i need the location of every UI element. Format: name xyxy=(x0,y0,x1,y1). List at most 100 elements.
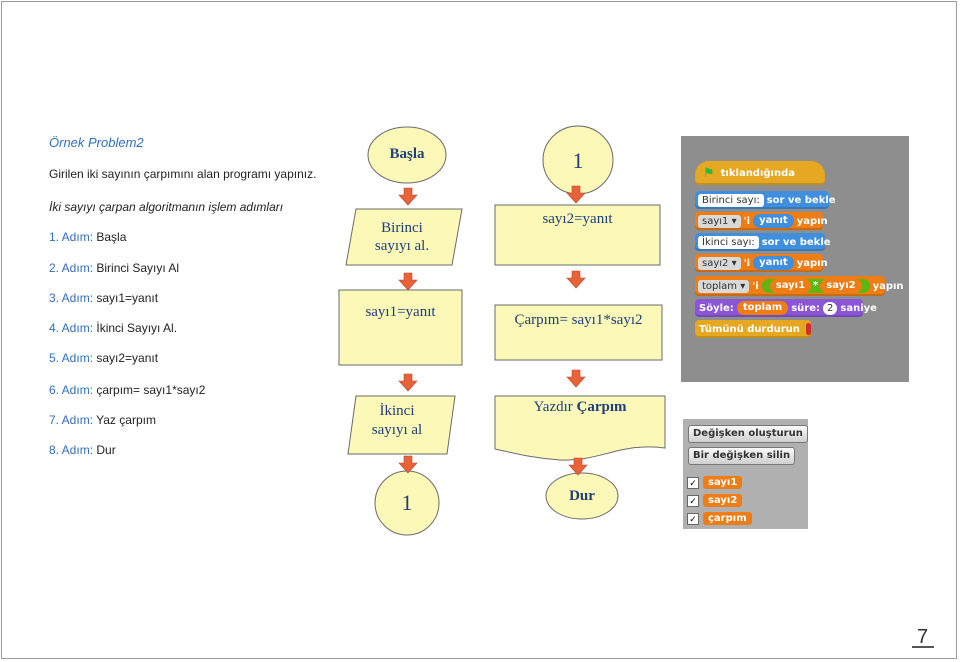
var-reporter[interactable]: toplam xyxy=(736,301,789,315)
ask-text-slot[interactable]: Birinci sayı: xyxy=(698,193,764,207)
output-prefix: Yazdır xyxy=(533,399,577,415)
step-text: sayı2=yanıt xyxy=(93,351,159,365)
arrow-icon xyxy=(568,457,588,476)
variable-checkbox[interactable]: ✓ xyxy=(687,477,699,489)
green-flag-icon: ⚑ xyxy=(703,165,715,181)
end-label: Dur xyxy=(569,488,595,504)
arrow-icon xyxy=(398,187,418,206)
operator-symbol: * xyxy=(813,280,819,291)
step-text: İkinci Sayıyı Al. xyxy=(93,321,178,335)
process1-label: sayı1=yanıt xyxy=(365,304,436,320)
process-shape-1 xyxy=(338,289,463,366)
secs-unit: saniye xyxy=(840,302,877,314)
connector1-label: 1 xyxy=(401,490,413,515)
input2-label-line2: sayıyı al xyxy=(371,422,423,438)
stop-all-block[interactable]: Tümünü durdurun xyxy=(695,320,811,338)
arrow-icon xyxy=(566,369,586,388)
page-number: 7 xyxy=(917,626,929,648)
step-number: 2. Adım: xyxy=(49,261,94,275)
step-2: 2. Adım: Birinci Sayıyı Al xyxy=(49,261,179,275)
var-reporter[interactable]: sayı2 xyxy=(820,279,862,293)
set-var-block-3[interactable]: toplam ▾ 'i sayı1 * sayı2 yapın xyxy=(695,276,904,296)
scratch-script-area: ⚑ tıklandığında Birinci sayı: sor ve bek… xyxy=(681,136,909,382)
answer-reporter[interactable]: yanıt xyxy=(753,256,794,270)
step-text: Birinci Sayıyı Al xyxy=(93,261,180,275)
arrow-icon xyxy=(398,455,418,474)
variable-checkbox[interactable]: ✓ xyxy=(687,495,699,507)
secs-label: süre: xyxy=(791,302,821,314)
variable-block[interactable]: sayı2 xyxy=(703,494,743,507)
stop-label: Tümünü durdurun xyxy=(699,323,800,335)
arrow-icon xyxy=(398,373,418,392)
step-1: 1. Adım: Başla xyxy=(49,230,126,244)
problem-statement: Girilen iki sayının çarpımını alan progr… xyxy=(49,167,317,181)
step-text: sayı1=yanıt xyxy=(93,291,159,305)
output-label: Yazdır Çarpım xyxy=(495,398,665,416)
set-var-block-2[interactable]: sayı2 ▾ 'i yanıt yapın xyxy=(695,254,828,272)
set-var-block-1[interactable]: sayı1 ▾ 'i yanıt yapın xyxy=(695,212,828,230)
step-text: Başla xyxy=(93,230,127,244)
step-5: 5. Adım: sayı2=yanıt xyxy=(49,351,158,365)
var-dropdown[interactable]: toplam ▾ xyxy=(698,279,750,293)
start-label: Başla xyxy=(389,146,425,162)
step-8: 8. Adım: Dur xyxy=(49,443,116,457)
var-dropdown[interactable]: sayı1 ▾ xyxy=(698,214,741,228)
input-shape-2 xyxy=(347,395,456,455)
output-document-shape xyxy=(494,395,666,461)
ask-text-slot[interactable]: İkinci sayı: xyxy=(698,235,759,249)
step-3: 3. Adım: sayı1=yanıt xyxy=(49,291,158,305)
step-7: 7. Adım: Yaz çarpım xyxy=(49,413,156,427)
ask-block-1[interactable]: Birinci sayı: sor ve bekle xyxy=(695,191,836,209)
var-reporter[interactable]: sayı1 xyxy=(769,279,812,293)
delete-variable-button[interactable]: Bir değişken silin xyxy=(688,447,796,465)
arrow-icon xyxy=(566,270,586,289)
step-text: Dur xyxy=(93,443,116,457)
input1-label-line1: Birinci xyxy=(381,220,423,236)
step-number: 7. Adım: xyxy=(49,413,94,427)
page-number-underline xyxy=(912,646,934,648)
output-variable: Çarpım xyxy=(576,399,627,415)
make-variable-button[interactable]: Değişken oluşturun xyxy=(688,425,808,443)
input-shape-1 xyxy=(345,208,463,266)
variable-block[interactable]: çarpım xyxy=(703,512,752,525)
input1-label-line2: sayıyı al. xyxy=(374,238,430,254)
ask-block-2[interactable]: İkinci sayı: sor ve bekle xyxy=(695,233,831,251)
variable-block[interactable]: sayı1 xyxy=(703,476,743,489)
step-number: 8. Adım: xyxy=(49,443,94,457)
step-number: 4. Adım: xyxy=(49,321,94,335)
stop-sign-icon xyxy=(805,323,811,335)
process3-label: Çarpım= sayı1*sayı2 xyxy=(514,312,643,328)
step-number: 1. Adım: xyxy=(49,230,94,244)
step-number: 5. Adım: xyxy=(49,351,94,365)
set-mid: 'i xyxy=(743,257,751,269)
green-flag-hat-block[interactable]: ⚑ tıklandığında xyxy=(695,161,825,185)
set-mid: 'i xyxy=(743,215,751,227)
step-number: 6. Adım: xyxy=(49,383,94,397)
process2-label: sayı2=yanıt xyxy=(542,211,613,227)
step-number: 3. Adım: xyxy=(49,291,94,305)
say-for-secs-block[interactable]: Söyle: toplam süre: 2 saniye xyxy=(695,299,877,317)
set-label: yapın xyxy=(796,215,828,227)
arrow-icon xyxy=(398,272,418,291)
process-shape-2 xyxy=(494,204,661,266)
variables-palette: Değişken oluşturun Bir değişken silin ✓ … xyxy=(683,419,808,529)
say-label: Söyle: xyxy=(699,302,734,314)
process-shape-3 xyxy=(494,304,663,361)
multiply-operator-block[interactable]: sayı1 * sayı2 xyxy=(761,279,870,293)
problem-heading: Örnek Problem2 xyxy=(49,135,144,150)
secs-input[interactable]: 2 xyxy=(823,301,838,315)
var-dropdown[interactable]: sayı2 ▾ xyxy=(698,256,741,270)
input2-label-line1: İkinci xyxy=(379,403,415,419)
step-text: Yaz çarpım xyxy=(93,413,156,427)
step-6: 6. Adım: çarpım= sayı1*sayı2 xyxy=(49,383,205,397)
arrow-icon xyxy=(566,185,586,204)
variable-checkbox[interactable]: ✓ xyxy=(687,513,699,525)
set-mid: 'i xyxy=(752,280,759,292)
end-terminator xyxy=(545,472,619,520)
hat-label: tıklandığında xyxy=(720,167,796,179)
step-text: çarpım= sayı1*sayı2 xyxy=(93,383,206,397)
answer-reporter[interactable]: yanıt xyxy=(753,214,794,228)
ask-label: sor ve bekle xyxy=(761,236,831,248)
